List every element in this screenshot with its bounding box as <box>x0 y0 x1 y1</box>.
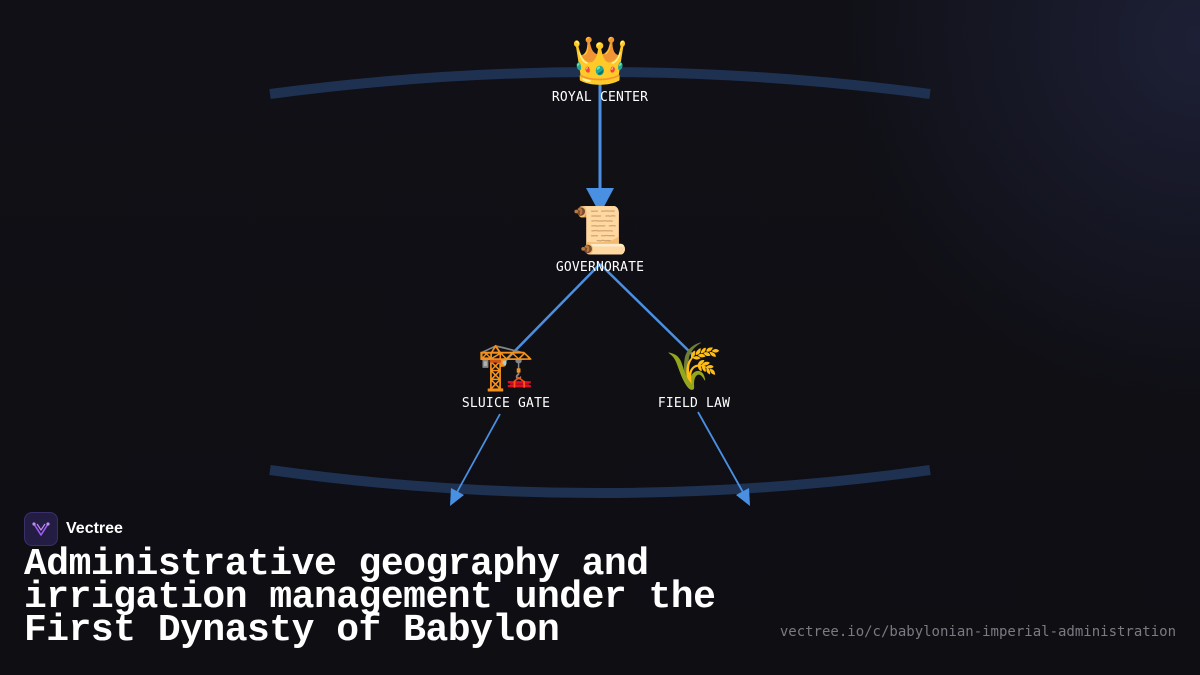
crown-icon: 👑 <box>571 33 629 87</box>
edge-sluice-down <box>455 413 501 495</box>
node-label: SLUICE GATE <box>461 396 551 411</box>
arrowhead-royal-governorate <box>586 188 614 214</box>
vectree-logo-icon <box>24 512 58 546</box>
edge-field-down <box>697 411 745 495</box>
edge-governorate-field <box>599 263 695 357</box>
node-sluice-gate[interactable]: 🏗️ SLUICE GATE <box>406 338 606 411</box>
page-title: Administrative geography and irrigation … <box>24 543 716 652</box>
scroll-icon: 📜 <box>571 203 629 257</box>
source-url[interactable]: vectree.io/c/babylonian-imperial-adminis… <box>779 624 1176 640</box>
node-label: ROYAL CENTER <box>551 90 649 105</box>
bottom-arc <box>269 465 931 498</box>
arrowhead-field-down <box>736 488 750 506</box>
logo-mark-icon <box>32 522 50 536</box>
edge-governorate-sluice <box>505 263 601 361</box>
node-governorate[interactable]: 📜 GOVERNORATE <box>500 202 700 275</box>
top-arc <box>269 67 931 99</box>
sheaf-of-rice-icon: 🌾 <box>665 339 723 393</box>
node-label: FIELD LAW <box>657 396 731 411</box>
node-field-law[interactable]: 🌾 FIELD LAW <box>594 338 794 411</box>
construction-crane-icon: 🏗️ <box>477 339 535 393</box>
brand-name: Vectree <box>66 520 123 537</box>
node-label: GOVERNORATE <box>555 260 645 275</box>
node-royal-center[interactable]: 👑 ROYAL CENTER <box>500 32 700 105</box>
brand[interactable]: Vectree <box>24 512 123 546</box>
arrowhead-sluice-down <box>450 488 464 506</box>
